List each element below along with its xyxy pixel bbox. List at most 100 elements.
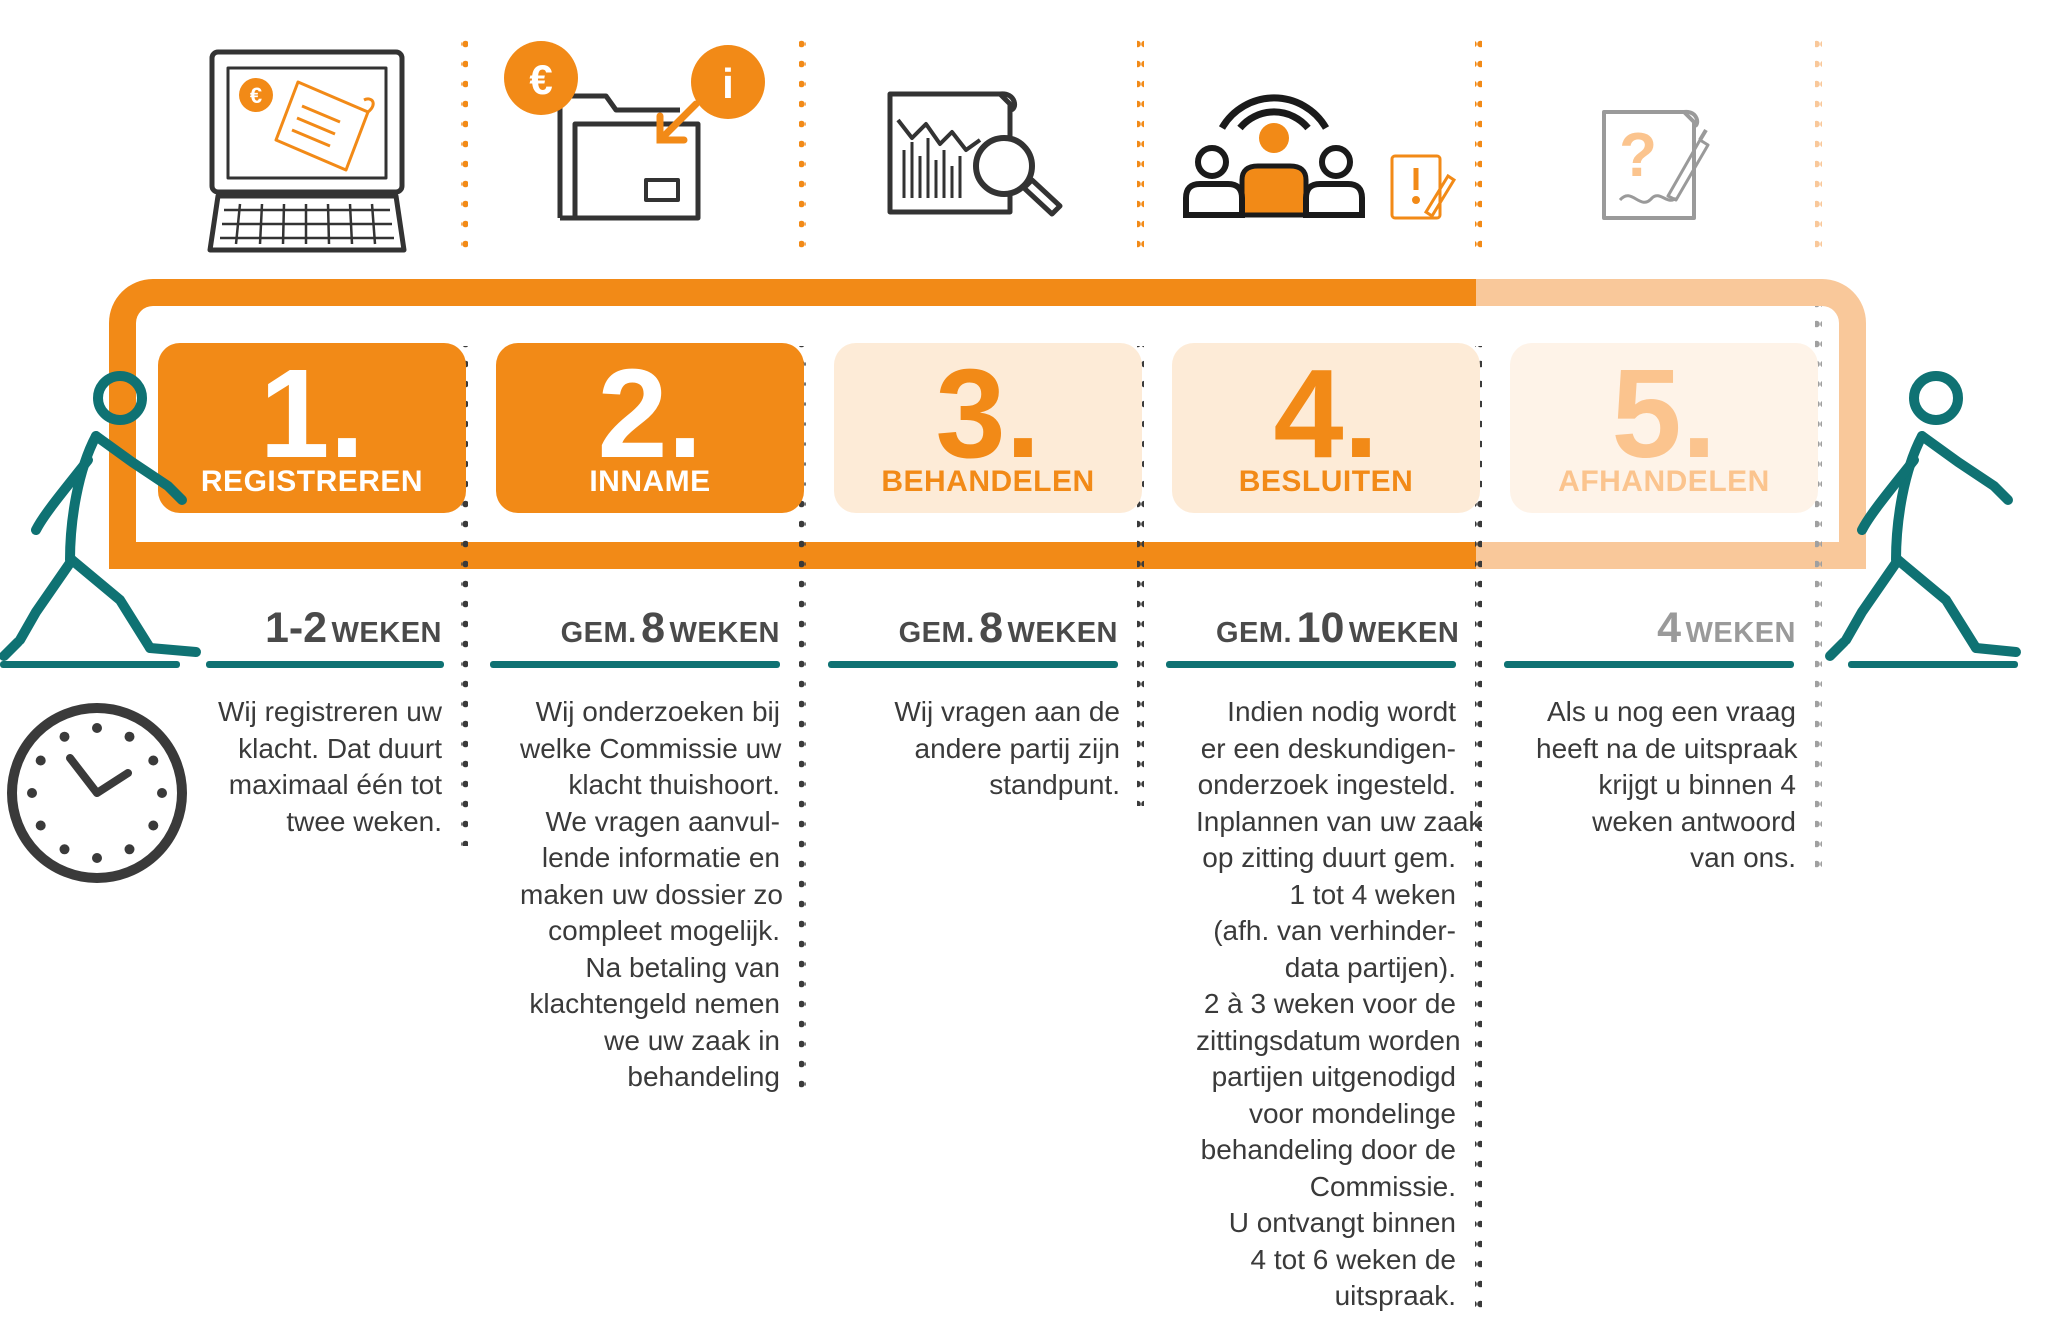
- step-3-underline: [828, 661, 1118, 668]
- desc-line: partijen uitgenodigd: [1211, 1061, 1456, 1092]
- desc-line: klachtengeld nemen: [529, 988, 780, 1019]
- svg-text:€: €: [529, 56, 552, 103]
- process-frame-upcoming: [1476, 279, 1866, 569]
- step-3-duration-prefix: GEM.: [898, 617, 975, 649]
- desc-line: op zitting duurt gem.: [1202, 842, 1456, 873]
- step-2-underline: [490, 661, 780, 668]
- divider-top-1: [461, 36, 468, 260]
- step-3-duration-unit: WEKEN: [1007, 617, 1118, 649]
- svg-text:€: €: [250, 83, 262, 108]
- euro-badge-icon: [239, 78, 273, 112]
- step-5-number: 5.: [1611, 343, 1717, 484]
- desc-line: (afh. van verhinder-: [1213, 915, 1456, 946]
- info-badge-icon: [691, 45, 765, 119]
- desc-line: zittingsdatum worden: [1196, 1024, 1461, 1056]
- question-mark-icon: ?: [1619, 121, 1657, 190]
- desc-line: lende informatie en: [541, 842, 780, 873]
- step-1-number: 1.: [259, 343, 365, 484]
- desc-line: 1 tot 4 weken: [1289, 878, 1456, 910]
- step-2-description: Wij onderzoeken bij welke Commissie uw k…: [520, 694, 784, 1096]
- computer-complaint-icon: [207, 49, 407, 253]
- step-1-label: REGISTREREN: [200, 465, 424, 498]
- step-1-description: Wij registreren uw klacht. Dat duurt max…: [182, 694, 442, 840]
- desc-line: Na betaling van: [585, 951, 780, 983]
- desc-line: data partijen).: [1284, 951, 1456, 983]
- divider-1: [461, 346, 468, 846]
- step-4-underline: [1166, 661, 1456, 668]
- desc-line: behandeling door de: [1200, 1134, 1456, 1165]
- desc-line: twee weken.: [286, 805, 442, 837]
- divider-top-3: [1137, 36, 1144, 260]
- step-1-underline: [206, 661, 444, 668]
- step-5-label: AFHANDELEN: [1558, 465, 1770, 498]
- divider-2: [799, 346, 806, 1092]
- desc-line: we uw zaak in: [604, 1024, 780, 1056]
- desc-line: Wij registreren uw: [217, 696, 442, 727]
- desc-line: standpunt.: [989, 769, 1120, 800]
- step-3-box: 3. BEHANDELEN: [834, 343, 1142, 513]
- desc-line: Commissie.: [1309, 1170, 1456, 1202]
- question-document-icon: [1602, 109, 1710, 220]
- desc-line: klacht. Dat duurt: [238, 732, 442, 764]
- divider-top-2: [799, 36, 806, 260]
- desc-line: heeft na de uitspraak: [1536, 732, 1798, 764]
- walking-person-icon: [1825, 371, 2021, 661]
- step-4-label: BESLUITEN: [1238, 465, 1414, 498]
- desc-line: andere partij zijn: [914, 732, 1120, 764]
- desc-line: maken uw dossier zo: [520, 878, 784, 910]
- desc-line: Wij onderzoeken bij: [535, 696, 780, 727]
- step-1-box: 1. REGISTREREN: [158, 343, 466, 513]
- divider-top-5: [1815, 36, 1822, 260]
- desc-line: van ons.: [1690, 842, 1796, 873]
- desc-line: Indien nodig wordt: [1227, 696, 1456, 727]
- step-5-duration-value: 4: [1657, 604, 1682, 652]
- step-2-number: 2.: [597, 343, 703, 484]
- euro-badge-icon: [504, 41, 578, 115]
- step-3-duration-value: 8: [979, 604, 1004, 652]
- step-2-duration-unit: WEKEN: [669, 617, 780, 649]
- desc-line: weken antwoord: [1592, 805, 1796, 837]
- step-2-label: INNAME: [589, 465, 711, 498]
- step-4-duration-value: 10: [1296, 604, 1345, 652]
- step-5-underline: [1504, 661, 1794, 668]
- desc-line: Wij vragen aan de: [894, 696, 1120, 727]
- step-3-description: Wij vragen aan de andere partij zijn sta…: [860, 694, 1120, 804]
- desc-line: welke Commissie uw: [520, 732, 782, 764]
- step-2-duration-prefix: GEM.: [560, 617, 637, 649]
- desc-line: U ontvangt binnen: [1228, 1207, 1456, 1238]
- step-4-duration-unit: WEKEN: [1348, 617, 1460, 649]
- desc-line: voor mondelinge: [1248, 1097, 1456, 1129]
- hearing-people-icon: [1183, 94, 1457, 220]
- desc-line: uitspraak.: [1334, 1280, 1456, 1311]
- ground-line-left: [0, 661, 180, 668]
- process-frame-active: [109, 279, 1476, 569]
- step-1-duration-unit: WEKEN: [331, 617, 442, 649]
- arrow-icon: [656, 100, 700, 144]
- divider-3: [1137, 346, 1144, 806]
- divider-4: [1475, 346, 1482, 1316]
- document-alert-icon: [1390, 154, 1457, 220]
- desc-line: Inplannen van uw zaak: [1196, 805, 1483, 837]
- desc-line: klacht thuishoort.: [568, 769, 780, 800]
- divider-5: [1815, 306, 1822, 876]
- folder-intake-icon: [557, 93, 701, 221]
- desc-line: 2 à 3 weken voor de: [1203, 988, 1456, 1019]
- desc-line: We vragen aanvul-: [545, 805, 781, 837]
- clock-icon: [7, 703, 187, 883]
- step-1-duration-value: 1-2: [264, 604, 328, 652]
- step-3-label: BEHANDELEN: [881, 465, 1095, 498]
- desc-line: 4 tot 6 weken de: [1250, 1243, 1456, 1275]
- step-2-duration: GEM. 8 WEKEN: [540, 604, 780, 653]
- step-3-number: 3.: [935, 343, 1041, 484]
- step-1-duration: 1-2 WEKEN: [202, 604, 442, 653]
- desc-line: maximaal één tot: [228, 769, 442, 800]
- divider-top-4: [1475, 36, 1482, 260]
- step-2-box: 2. INNAME: [496, 343, 804, 513]
- step-2-duration-value: 8: [641, 604, 666, 652]
- desc-line: compleet mogelijk.: [548, 915, 780, 946]
- step-5-description: Als u nog een vraag heeft na de uitspraa…: [1536, 694, 1798, 877]
- step-4-description: Indien nodig wordt er een deskundigen- o…: [1196, 694, 1483, 1315]
